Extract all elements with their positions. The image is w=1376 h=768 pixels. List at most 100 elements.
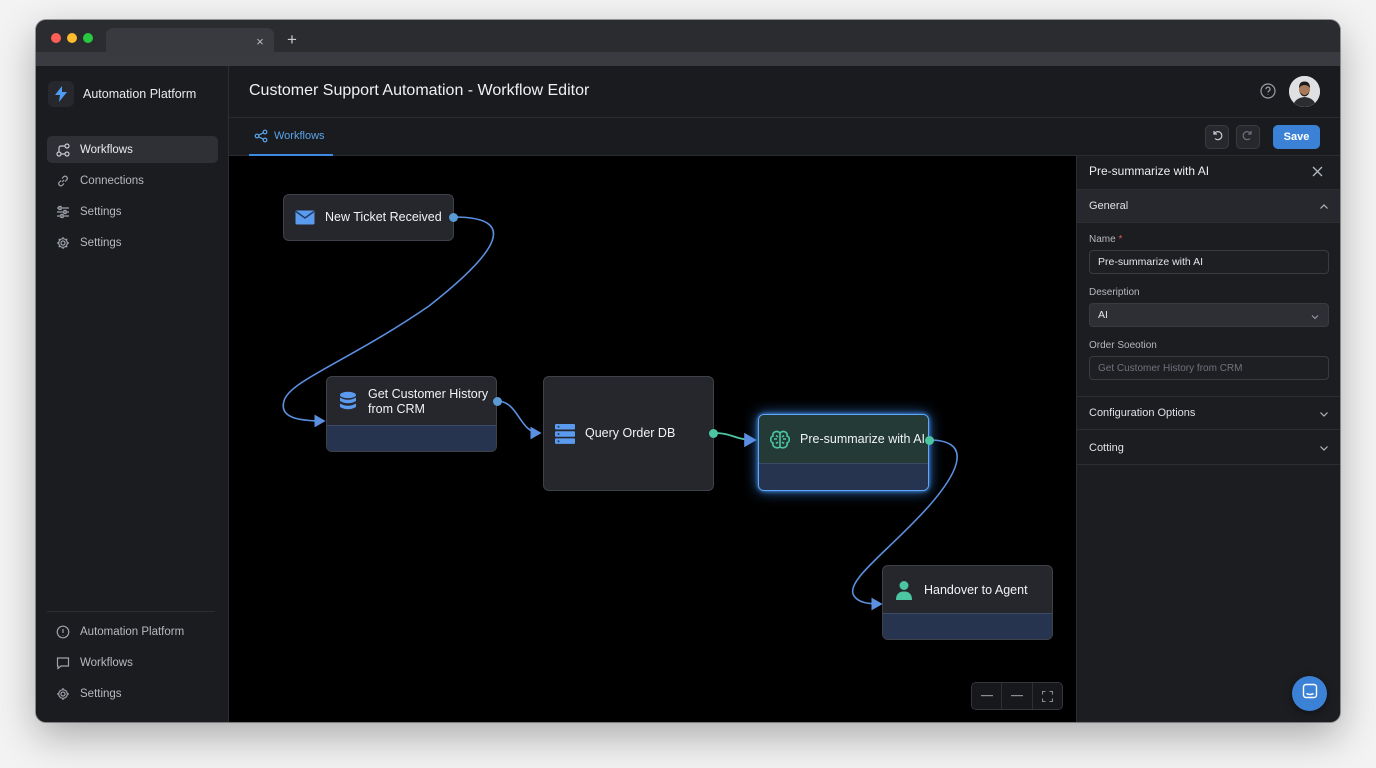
person-icon bbox=[893, 579, 915, 601]
share-nodes-icon bbox=[254, 129, 268, 143]
name-value: Pre-summarize with AI bbox=[1098, 256, 1204, 268]
gear-icon bbox=[56, 236, 70, 250]
chevron-down-icon bbox=[1311, 312, 1319, 320]
database-icon bbox=[337, 391, 359, 413]
tab-close-icon[interactable]: × bbox=[256, 34, 264, 49]
undo-button[interactable] bbox=[1205, 125, 1229, 149]
new-tab-button[interactable]: + bbox=[287, 30, 297, 49]
sidebar-item-automation-platform[interactable]: Automation Platform bbox=[47, 618, 218, 645]
redo-button[interactable] bbox=[1236, 125, 1260, 149]
toolbar: Workflows Save bbox=[229, 118, 1340, 156]
name-field[interactable]: Pre-summarize with AI bbox=[1089, 250, 1329, 274]
page-header: Customer Support Automation - Workflow E… bbox=[229, 66, 1340, 118]
description-value: AI bbox=[1098, 309, 1108, 321]
browser-toolbar bbox=[36, 52, 1340, 66]
chevron-down-icon bbox=[1319, 409, 1329, 419]
brand: Automation Platform bbox=[48, 80, 196, 108]
node-header: New Ticket Received bbox=[284, 195, 453, 240]
fit-view-button[interactable] bbox=[1033, 683, 1062, 709]
section-title: General bbox=[1089, 200, 1129, 212]
help-icon[interactable] bbox=[1260, 83, 1276, 99]
node-label: New Ticket Received bbox=[325, 210, 442, 224]
expand-icon bbox=[1041, 690, 1053, 702]
edge-ai-to-handover bbox=[851, 439, 958, 611]
edge-ticket-to-crm bbox=[282, 216, 495, 428]
section-configuration[interactable]: Configuration Options bbox=[1077, 396, 1340, 430]
maximize-window-button[interactable] bbox=[83, 33, 93, 43]
output-port[interactable] bbox=[449, 213, 458, 222]
sidebar-item-settings-2[interactable]: Settings bbox=[47, 230, 218, 257]
sidebar-item-workflows-bottom[interactable]: Workflows bbox=[47, 649, 218, 676]
avatar[interactable] bbox=[1289, 76, 1320, 107]
order-label: Order Soeotion bbox=[1089, 340, 1157, 351]
app-window: × + Automation Platform Workflows Connec… bbox=[36, 20, 1340, 722]
description-label: Deseription bbox=[1089, 287, 1140, 298]
sidebar-bottom-nav: Automation Platform Workflows Settings bbox=[47, 618, 218, 712]
node-ai-summarize[interactable]: Pre-summarize with AI bbox=[758, 414, 929, 491]
zoom-controls bbox=[971, 682, 1063, 710]
redo-icon bbox=[1242, 128, 1254, 146]
node-new-ticket[interactable]: New Ticket Received bbox=[283, 194, 454, 241]
save-button[interactable]: Save bbox=[1273, 125, 1320, 149]
node-label: Get Customer History from CRM bbox=[368, 386, 489, 416]
node-footer bbox=[883, 613, 1052, 639]
brain-icon bbox=[769, 429, 791, 451]
sidebar-item-settings-bottom[interactable]: Settings bbox=[47, 681, 218, 708]
server-icon bbox=[554, 423, 576, 445]
node-header: Query Order DB bbox=[544, 377, 713, 490]
zoom-out-button[interactable] bbox=[972, 683, 1003, 709]
output-port[interactable] bbox=[493, 397, 502, 406]
sidebar-item-settings[interactable]: Settings bbox=[47, 199, 218, 226]
sidebar-item-label: Workflows bbox=[80, 143, 133, 156]
chevron-down-icon bbox=[1319, 443, 1329, 453]
node-header: Pre-summarize with AI bbox=[759, 415, 928, 464]
chat-icon bbox=[1302, 683, 1318, 704]
sidebar: Automation Platform Workflows Connection… bbox=[36, 66, 229, 722]
node-footer bbox=[327, 425, 496, 451]
undo-icon bbox=[1211, 128, 1223, 146]
close-icon[interactable] bbox=[1311, 165, 1324, 178]
panel-title: Pre-summarize with AI bbox=[1089, 164, 1210, 178]
sliders-icon bbox=[56, 205, 70, 219]
sidebar-item-label: Settings bbox=[80, 237, 122, 250]
chat-icon bbox=[56, 656, 70, 670]
mail-icon bbox=[294, 207, 316, 229]
node-crm[interactable]: Get Customer History from CRM bbox=[326, 376, 497, 452]
sidebar-item-label: Settings bbox=[80, 688, 122, 701]
node-header: Handover to Agent bbox=[883, 566, 1052, 614]
section-title: Configuration Options bbox=[1089, 407, 1196, 419]
node-handover[interactable]: Handover to Agent bbox=[882, 565, 1053, 640]
close-window-button[interactable] bbox=[51, 33, 61, 43]
node-order-db[interactable]: Query Order DB bbox=[543, 376, 714, 491]
page-title: Customer Support Automation - Workflow E… bbox=[249, 82, 590, 99]
minimize-window-button[interactable] bbox=[67, 33, 77, 43]
link-icon bbox=[56, 174, 70, 188]
output-port[interactable] bbox=[709, 429, 718, 438]
node-footer bbox=[759, 463, 928, 490]
minus-icon bbox=[980, 695, 993, 697]
properties-panel: Pre-summarize with AI General Name * Pre… bbox=[1076, 156, 1340, 722]
sidebar-item-label: Workflows bbox=[80, 656, 133, 669]
node-header: Get Customer History from CRM bbox=[327, 377, 496, 426]
section-general[interactable]: General bbox=[1077, 189, 1340, 223]
zoom-in-button[interactable] bbox=[1002, 683, 1033, 709]
required-marker: * bbox=[1118, 234, 1123, 245]
browser-chrome: × + bbox=[36, 20, 1340, 66]
gear-icon bbox=[56, 687, 70, 701]
sidebar-item-connections[interactable]: Connections bbox=[47, 167, 218, 194]
chevron-up-icon bbox=[1319, 202, 1329, 212]
section-cotting[interactable]: Cotting bbox=[1077, 431, 1340, 465]
lightning-icon bbox=[48, 81, 74, 107]
order-field[interactable]: Get Customer History from CRM bbox=[1089, 356, 1329, 380]
minus-icon bbox=[1010, 695, 1023, 697]
node-label: Pre-summarize with AI bbox=[800, 432, 926, 446]
tab-workflows[interactable]: Workflows bbox=[249, 118, 333, 156]
description-select[interactable]: AI bbox=[1089, 303, 1329, 327]
sidebar-item-workflows[interactable]: Workflows bbox=[47, 136, 218, 163]
output-port[interactable] bbox=[925, 436, 934, 445]
workflow-canvas[interactable]: New Ticket Received Get Customer History… bbox=[229, 156, 1076, 722]
node-label: Handover to Agent bbox=[924, 582, 1028, 597]
sidebar-nav: Workflows Connections Settings Settings bbox=[47, 136, 218, 261]
browser-tab[interactable]: × bbox=[106, 28, 274, 56]
chat-launcher-button[interactable] bbox=[1292, 676, 1327, 711]
